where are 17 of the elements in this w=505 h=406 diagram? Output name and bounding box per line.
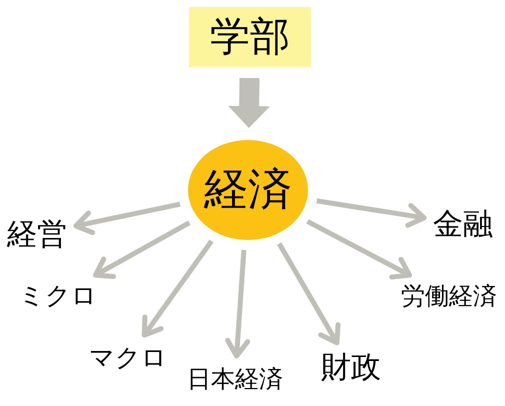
category-circle: 経済 [188, 140, 308, 240]
category-box: 学部 [189, 7, 311, 67]
topic-label: 財政 [318, 348, 384, 386]
block-arrow [228, 78, 270, 128]
arrow [93, 220, 191, 280]
topic-label: 金融 [430, 206, 496, 242]
arrow [306, 219, 412, 280]
topic-label: マクロ [88, 340, 168, 376]
topic-label: 日本経済 [184, 362, 286, 396]
topic-label: 労働経済 [398, 278, 500, 314]
topic-label: ミクロ [18, 278, 98, 314]
arrow [225, 250, 250, 358]
topic-label: 経営 [4, 216, 70, 252]
arrow [316, 198, 427, 228]
arrow [142, 240, 214, 338]
arrow [73, 202, 180, 236]
arrow [277, 242, 340, 346]
